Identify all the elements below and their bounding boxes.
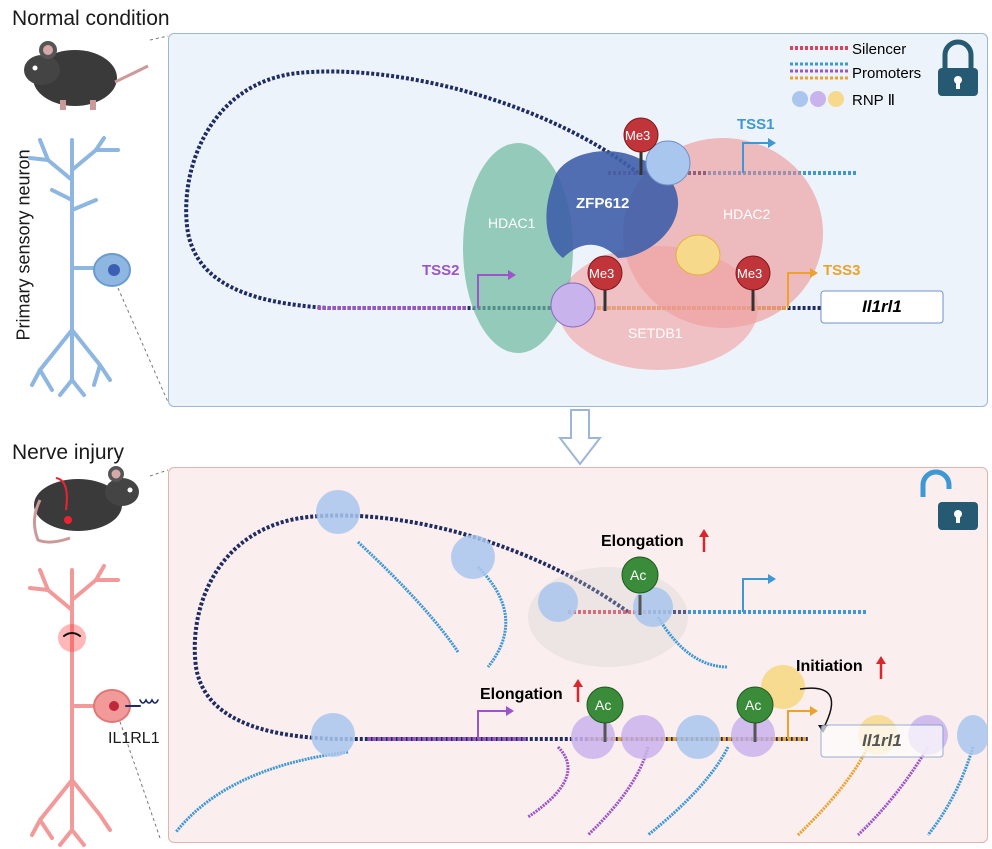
- dna-loop: [184, 69, 828, 310]
- up-arrow-icon: [876, 656, 886, 679]
- rnp-icon: [645, 140, 691, 186]
- legend-silencer: Silencer: [852, 41, 907, 58]
- zoom-connector: [117, 287, 169, 403]
- ac-mark: [621, 556, 659, 594]
- label-elongation: Elongation: [601, 533, 684, 550]
- rnp-icon: [451, 535, 495, 579]
- mouse-icon: [24, 41, 149, 110]
- receptor-label: IL1RL1: [108, 730, 160, 747]
- tss3-arrow: [787, 272, 810, 308]
- mouse-icon: [33, 466, 139, 544]
- me3-mark: [623, 117, 659, 153]
- label-me3: Me3: [589, 266, 615, 281]
- label-zfp612: ZFP612: [576, 195, 630, 212]
- label-tss2: TSS2: [422, 262, 460, 279]
- label-tss3: TSS3: [823, 262, 861, 279]
- rnp-icon: [675, 234, 721, 276]
- label-tss1: TSS1: [737, 116, 775, 133]
- normal-diagram: [184, 39, 978, 370]
- me3-mark: [735, 255, 771, 291]
- gene-label-injury: Il1rl1: [862, 731, 902, 750]
- rnp-icon: [550, 282, 596, 328]
- tss1-arrow: [742, 142, 768, 173]
- heading-normal-condition: Normal condition: [12, 7, 170, 30]
- rnp-icon: [621, 715, 665, 759]
- gene-label-normal: Il1rl1: [862, 297, 902, 316]
- zfp612-blob: [546, 151, 679, 258]
- up-arrow-icon: [699, 529, 709, 552]
- label-ac: Ac: [745, 697, 762, 713]
- label-setdb1: SETDB1: [628, 325, 683, 341]
- rnp-icon: [633, 587, 673, 627]
- panel-nerve-injury: [168, 467, 988, 843]
- ac-mark: [586, 686, 624, 724]
- label-ac: Ac: [630, 567, 647, 583]
- legend-rnp: RNP Ⅱ: [852, 92, 895, 109]
- label-me3: Me3: [625, 128, 651, 143]
- zoom-connector: [149, 35, 169, 41]
- rnp-icon: [538, 582, 578, 622]
- rnp-icon: [311, 713, 355, 757]
- label-initiation: Initiation: [796, 658, 863, 675]
- rnp-icon: [957, 715, 988, 755]
- neuron-icon: [28, 564, 159, 847]
- dna-loop: [192, 513, 808, 741]
- lock-open-icon: [920, 469, 978, 530]
- tss2-arrow: [477, 274, 508, 308]
- label-hdac2: HDAC2: [723, 206, 771, 222]
- me3-mark: [587, 255, 623, 291]
- left-illustrations: [24, 35, 169, 847]
- heading-nerve-injury: Nerve injury: [12, 441, 125, 464]
- rnp-icon: [676, 715, 720, 759]
- ac-mark: [736, 686, 774, 724]
- neuron-icon: [28, 136, 131, 397]
- zoom-connector: [149, 469, 169, 477]
- rnp-icon: [731, 713, 775, 757]
- gene-box-injury: [820, 724, 944, 758]
- lock-closed-icon: [938, 39, 978, 96]
- label-me3: Me3: [737, 266, 763, 281]
- label-ac: Ac: [595, 697, 612, 713]
- injury-diagram: [174, 469, 988, 837]
- up-arrow-icon: [573, 679, 583, 702]
- gene-box-normal: [820, 290, 944, 324]
- rnp-icon: [316, 490, 360, 534]
- down-arrow-icon: [558, 409, 602, 466]
- label-elongation: Elongation: [480, 686, 563, 703]
- legend-promoters: Promoters: [852, 65, 922, 82]
- label-hdac1: HDAC1: [488, 215, 536, 231]
- hdac1-blob: [463, 143, 573, 353]
